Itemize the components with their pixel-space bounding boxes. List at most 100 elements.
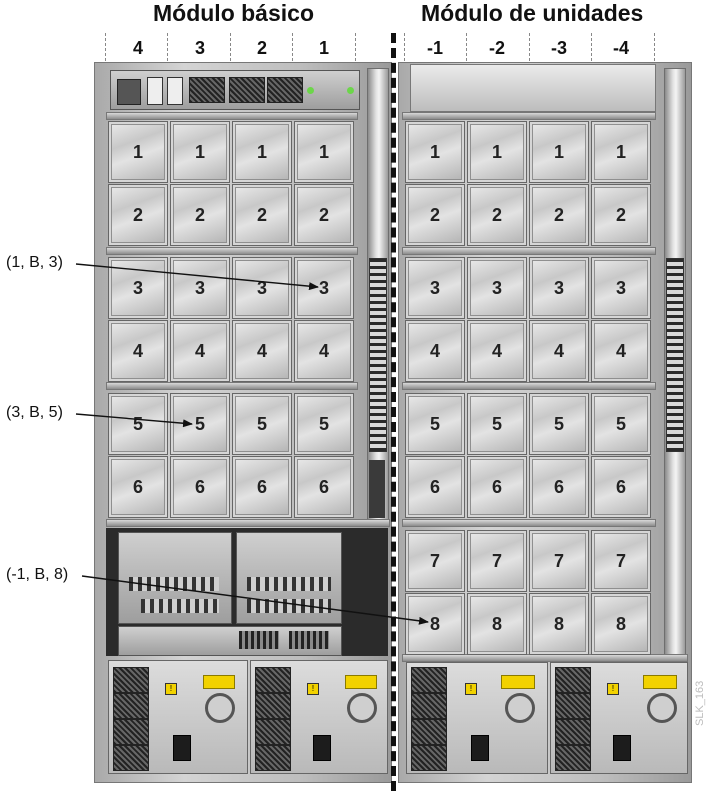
drive-column-number: -4	[612, 38, 629, 58]
drive-slot[interactable]: 2	[108, 184, 168, 246]
drive-slot[interactable]: 8	[467, 593, 527, 655]
column-tick	[591, 33, 592, 61]
base-rail-connector	[369, 258, 387, 452]
yellow-label	[345, 675, 377, 689]
drive-slot[interactable]: 2	[529, 184, 589, 246]
drive-slot[interactable]: 2	[405, 184, 465, 246]
callout-label: (1, B, 3)	[6, 254, 63, 271]
power-switch-handle[interactable]	[173, 735, 191, 761]
drive-slot[interactable]: 2	[591, 184, 651, 246]
drive-slot[interactable]: 5	[467, 393, 527, 455]
drive-slot[interactable]: 5	[108, 393, 168, 455]
base-column-number: 3	[194, 38, 205, 58]
yellow-label	[643, 675, 677, 689]
drive-slot[interactable]: 4	[294, 320, 354, 382]
drive-slot[interactable]: 7	[591, 530, 651, 592]
drive-slot[interactable]: 6	[294, 456, 354, 518]
drive-slot[interactable]: 6	[108, 456, 168, 518]
fan-icon	[411, 693, 447, 719]
base-power-supply: !	[250, 660, 388, 774]
controller-port-strip	[247, 599, 331, 613]
warning-icon: !	[165, 683, 177, 695]
switch-module	[167, 77, 183, 105]
drive-slot[interactable]: 1	[591, 121, 651, 183]
drive-slot[interactable]: 1	[405, 121, 465, 183]
drive-slot[interactable]: 3	[591, 257, 651, 319]
drive-slot[interactable]: 6	[170, 456, 230, 518]
drive-slot[interactable]: 4	[591, 320, 651, 382]
drive-slot[interactable]: 4	[529, 320, 589, 382]
column-tick	[404, 33, 405, 61]
base-column-number: 4	[132, 38, 143, 58]
drive-slot[interactable]: 3	[170, 257, 230, 319]
drive-slot[interactable]: 1	[232, 121, 292, 183]
drive-slot[interactable]: 5	[405, 393, 465, 455]
power-switch-handle[interactable]	[471, 735, 489, 761]
shelf-separator	[402, 519, 656, 527]
fan-icon	[255, 693, 291, 719]
power-switch-handle[interactable]	[313, 735, 331, 761]
drive-slot[interactable]: 2	[467, 184, 527, 246]
drive-slot[interactable]: 8	[591, 593, 651, 655]
drive-slot[interactable]: 1	[467, 121, 527, 183]
drive-slot[interactable]: 7	[405, 530, 465, 592]
fan-icon	[255, 667, 291, 693]
drive-slot[interactable]: 8	[529, 593, 589, 655]
drive-slot[interactable]: 4	[467, 320, 527, 382]
drive-slot[interactable]: 4	[232, 320, 292, 382]
drive-slot[interactable]: 3	[529, 257, 589, 319]
drive-slot[interactable]: 1	[170, 121, 230, 183]
drive-slot[interactable]: 1	[294, 121, 354, 183]
controller-port-strip	[129, 577, 219, 591]
drive-slot[interactable]: 4	[405, 320, 465, 382]
warning-icon: !	[307, 683, 319, 695]
drive-slot[interactable]: 5	[170, 393, 230, 455]
drive-slot[interactable]: 6	[529, 456, 589, 518]
drive-slot[interactable]: 1	[108, 121, 168, 183]
drive-rail-connector	[666, 258, 684, 452]
interface-connector	[289, 631, 329, 649]
drive-slot[interactable]: 4	[108, 320, 168, 382]
drive-slot[interactable]: 8	[405, 593, 465, 655]
drive-slot[interactable]: 3	[467, 257, 527, 319]
fan-icon	[255, 745, 291, 771]
drive-slot[interactable]: 6	[405, 456, 465, 518]
drive-slot[interactable]: 5	[232, 393, 292, 455]
drive-slot[interactable]: 3	[232, 257, 292, 319]
drive-slot[interactable]: 3	[108, 257, 168, 319]
drive-slot[interactable]: 7	[467, 530, 527, 592]
column-tick	[105, 33, 106, 61]
drive-slot[interactable]: 7	[529, 530, 589, 592]
drive-slot[interactable]: 6	[232, 456, 292, 518]
warning-icon: !	[607, 683, 619, 695]
drive-slot[interactable]: 2	[232, 184, 292, 246]
controller-board	[236, 532, 342, 624]
drive-slot[interactable]: 5	[529, 393, 589, 455]
power-switch-handle[interactable]	[613, 735, 631, 761]
drive-slot[interactable]: 3	[405, 257, 465, 319]
watermark-label: SLK_163	[694, 680, 706, 726]
shelf-separator	[106, 112, 358, 120]
interface-connector	[239, 631, 279, 649]
drive-slot[interactable]: 5	[591, 393, 651, 455]
drive-slot[interactable]: 5	[294, 393, 354, 455]
controller-port-strip	[247, 577, 331, 591]
base-column-number: 2	[256, 38, 267, 58]
shelf-separator	[106, 382, 358, 390]
fan-icon	[267, 77, 303, 103]
fan-icon	[411, 719, 447, 745]
base-power-supply: !	[108, 660, 248, 774]
fan-icon	[113, 719, 149, 745]
status-led-icon	[307, 87, 314, 94]
drive-slot[interactable]: 6	[591, 456, 651, 518]
drive-slot[interactable]: 2	[170, 184, 230, 246]
drive-slot[interactable]: 1	[529, 121, 589, 183]
drive-slot[interactable]: 2	[294, 184, 354, 246]
fan-icon	[411, 667, 447, 693]
column-tick	[654, 33, 655, 61]
drive-slot[interactable]: 4	[170, 320, 230, 382]
drive-column-number: -2	[488, 38, 505, 58]
drive-slot[interactable]: 6	[467, 456, 527, 518]
fan-icon	[113, 667, 149, 693]
drive-slot[interactable]: 3	[294, 257, 354, 319]
